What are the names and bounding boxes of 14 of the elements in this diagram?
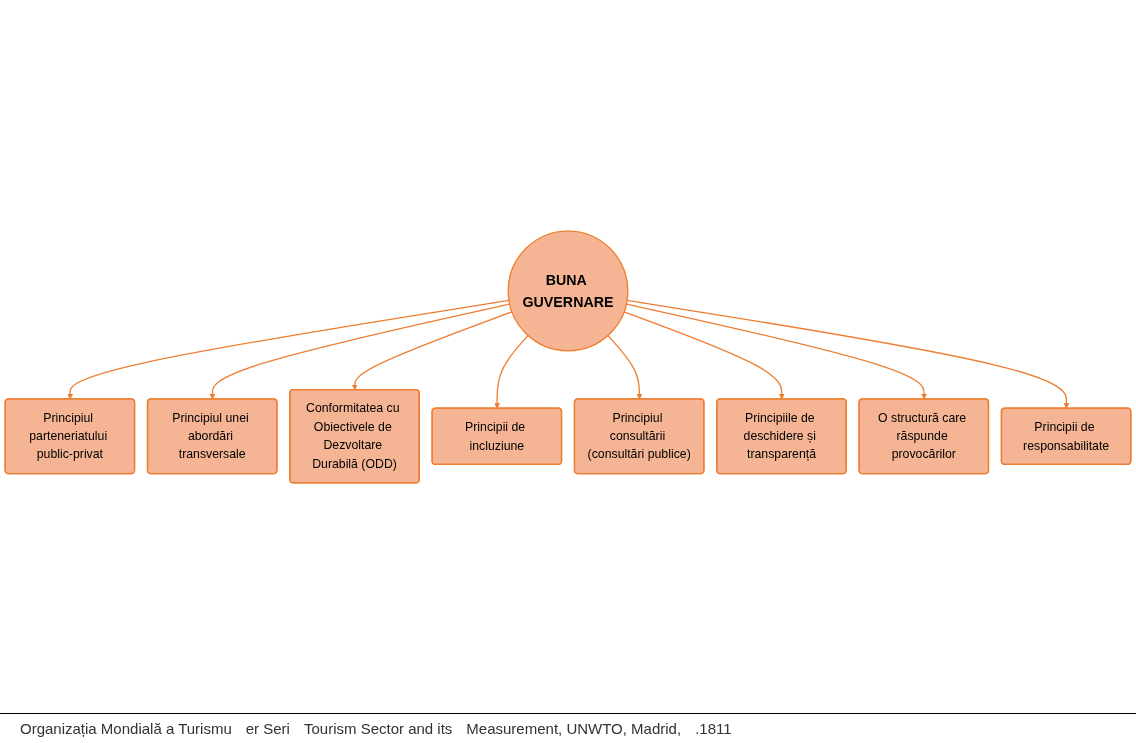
node-circle: BUNA GUVERNARE [507,230,629,351]
arrow [351,310,513,390]
footnote-text: .1811 [695,720,732,737]
arrow [67,299,510,399]
footnote-text: Tourism Sector and its [303,720,453,737]
footnote-text: Measurement, UNWTO, Madrid, [466,720,682,737]
arrow [607,334,643,399]
footnote-text: er Seri [245,720,290,737]
arrow [494,334,529,409]
arrow [625,302,927,399]
arrow [623,310,785,399]
arrow [626,299,1070,409]
arrow [209,302,511,399]
footnote-text: Organizația Mondială a Turismu [20,720,232,737]
